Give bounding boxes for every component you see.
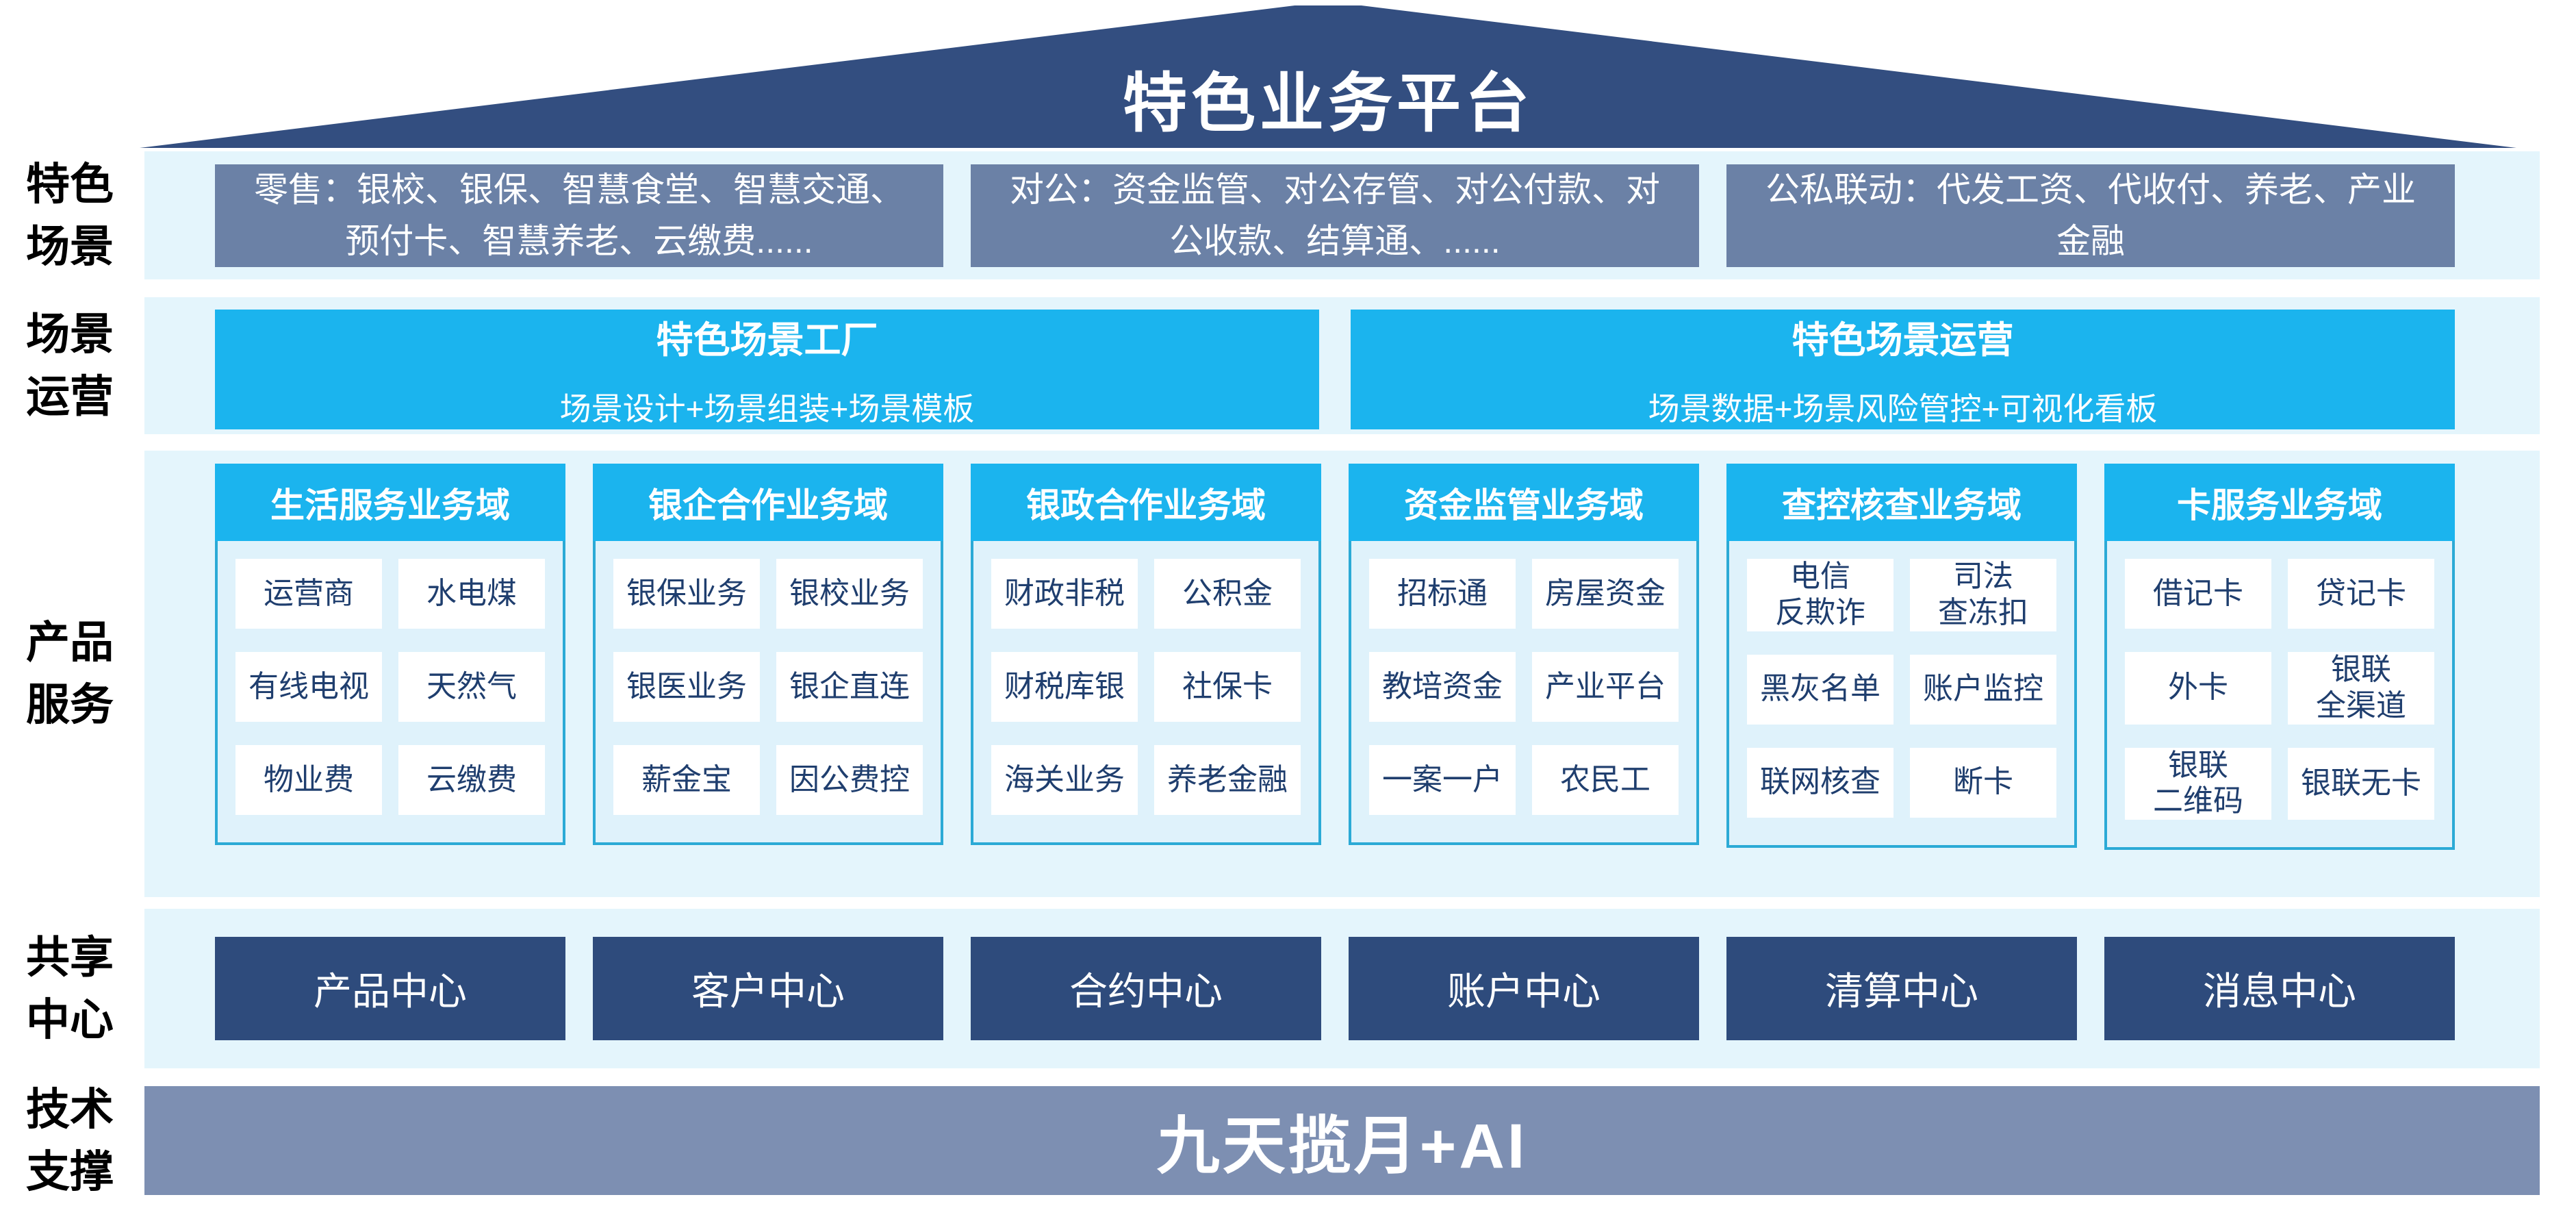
scenario-box-corporate: 对公：资金监管、对公存管、对公付款、对公收款、结算通、...... — [971, 164, 1699, 267]
layer-shared-centers: 共享 中心 产品中心 客户中心 合约中心 账户中心 清算中心 消息中心 — [0, 909, 2576, 1068]
domain-item: 运营商 — [235, 559, 382, 629]
domain-item: 招标通 — [1369, 559, 1516, 629]
domain-title: 查控核查业务域 — [1726, 464, 2077, 541]
domain-title: 生活服务业务域 — [215, 464, 565, 541]
domain-item: 银企直连 — [776, 652, 923, 722]
domain-item: 有线电视 — [235, 652, 382, 722]
domain-item: 海关业务 — [991, 745, 1138, 815]
tech-support-bar: 九天揽月+AI — [144, 1086, 2540, 1195]
page-title: 特色业务平台 — [1122, 67, 1533, 139]
domain-item: 农民工 — [1532, 745, 1679, 815]
domain-item: 公积金 — [1154, 559, 1301, 629]
domain-item: 社保卡 — [1154, 652, 1301, 722]
domain-items: 借记卡 贷记卡 外卡 银联 全渠道 银联 二维码 银联无卡 — [2104, 541, 2455, 851]
tech-support-bar-title: 九天揽月+AI — [1156, 1111, 1528, 1181]
roof-banner: 特色业务平台 — [140, 5, 2516, 148]
domain-title: 银政合作业务域 — [971, 464, 1321, 541]
domain-item: 银保业务 — [613, 559, 760, 629]
domain-item: 司法 查冻扣 — [1910, 559, 2056, 631]
domain-item: 薪金宝 — [613, 745, 760, 815]
domain-item: 养老金融 — [1154, 745, 1301, 815]
domain-item: 财政非税 — [991, 559, 1138, 629]
ops-box-scene-factory: 特色场景工厂 场景设计+场景组装+场景模板 — [215, 310, 1319, 429]
domain-item: 断卡 — [1910, 747, 2056, 818]
domain-item: 水电煤 — [398, 559, 545, 629]
domain-items: 电信 反欺诈 司法 查冻扣 黑灰名单 账户监控 联网核查 断卡 — [1726, 541, 2077, 848]
domain-inquiry-control: 查控核查业务域 电信 反欺诈 司法 查冻扣 黑灰名单 账户监控 联网核查 断卡 — [1726, 464, 2077, 850]
domain-bank-enterprise: 银企合作业务域 银保业务 银校业务 银医业务 银企直连 薪金宝 因公费控 — [593, 464, 943, 850]
center-product: 产品中心 — [215, 937, 565, 1040]
domain-item: 账户监控 — [1910, 654, 2056, 725]
domain-item: 房屋资金 — [1532, 559, 1679, 629]
domain-item: 银联 全渠道 — [2288, 652, 2434, 725]
domain-item: 云缴费 — [398, 745, 545, 815]
domain-item: 银校业务 — [776, 559, 923, 629]
domain-bank-government: 银政合作业务域 财政非税 公积金 财税库银 社保卡 海关业务 养老金融 — [971, 464, 1321, 850]
domain-title: 卡服务业务域 — [2104, 464, 2455, 541]
ops-box-title: 特色场景运营 — [1791, 320, 2014, 361]
ops-box-title: 特色场景工厂 — [656, 320, 878, 361]
scenario-box-retail: 零售：银校、银保、智慧食堂、智慧交通、预付卡、智慧养老、云缴费...... — [215, 164, 943, 267]
domain-item: 电信 反欺诈 — [1747, 559, 1893, 631]
center-account: 账户中心 — [1349, 937, 1699, 1040]
ops-box-subtitle: 场景数据+场景风险管控+可视化看板 — [1648, 391, 2158, 427]
domain-item: 银联 二维码 — [2125, 747, 2271, 820]
domain-title: 银企合作业务域 — [593, 464, 943, 541]
domain-item: 联网核查 — [1747, 747, 1893, 818]
domain-item: 银医业务 — [613, 652, 760, 722]
domain-items: 银保业务 银校业务 银医业务 银企直连 薪金宝 因公费控 — [593, 541, 943, 845]
domain-item: 借记卡 — [2125, 559, 2271, 629]
operations-box-grid: 特色场景工厂 场景设计+场景组装+场景模板 特色场景运营 场景数据+场景风险管控… — [215, 310, 2455, 429]
domain-item: 银联无卡 — [2288, 747, 2434, 820]
scenario-box-grid: 零售：银校、银保、智慧食堂、智慧交通、预付卡、智慧养老、云缴费...... 对公… — [215, 164, 2455, 267]
band-shared-centers: 产品中心 客户中心 合约中心 账户中心 清算中心 消息中心 — [144, 909, 2540, 1068]
layer-product-services: 产品 服务 生活服务业务域 运营商 水电煤 有线电视 天然气 物业费 云缴费 银… — [0, 451, 2576, 897]
domain-grid: 生活服务业务域 运营商 水电煤 有线电视 天然气 物业费 云缴费 银企合作业务域… — [215, 464, 2455, 851]
ops-box-scene-operation: 特色场景运营 场景数据+场景风险管控+可视化看板 — [1351, 310, 2455, 429]
domain-items: 招标通 房屋资金 教培资金 产业平台 一案一户 农民工 — [1349, 541, 1699, 845]
domain-life-services: 生活服务业务域 运营商 水电煤 有线电视 天然气 物业费 云缴费 — [215, 464, 565, 850]
layer-label-scenario-operations: 场景 运营 — [26, 310, 114, 421]
layer-special-scenarios: 特色 场景 零售：银校、银保、智慧食堂、智慧交通、预付卡、智慧养老、云缴费...… — [0, 151, 2576, 279]
layer-scenario-operations: 场景 运营 特色场景工厂 场景设计+场景组装+场景模板 特色场景运营 场景数据+… — [0, 297, 2576, 434]
band-special-scenarios: 零售：银校、银保、智慧食堂、智慧交通、预付卡、智慧养老、云缴费...... 对公… — [144, 151, 2540, 279]
layer-label-product-services: 产品 服务 — [26, 618, 114, 729]
layer-label-special-scenarios: 特色 场景 — [26, 159, 114, 271]
domain-item: 物业费 — [235, 745, 382, 815]
domain-title: 资金监管业务域 — [1349, 464, 1699, 541]
scenario-box-public-private: 公私联动：代发工资、代收付、养老、产业金融 — [1726, 164, 2455, 267]
domain-item: 天然气 — [398, 652, 545, 722]
ops-box-subtitle: 场景设计+场景组装+场景模板 — [559, 391, 975, 427]
domain-item: 教培资金 — [1369, 652, 1516, 722]
layer-label-tech-support: 技术 支撑 — [26, 1084, 114, 1196]
center-contract: 合约中心 — [971, 937, 1321, 1040]
band-product-services: 生活服务业务域 运营商 水电煤 有线电视 天然气 物业费 云缴费 银企合作业务域… — [144, 451, 2540, 897]
domain-item: 贷记卡 — [2288, 559, 2434, 629]
domain-item: 因公费控 — [776, 745, 923, 815]
domain-items: 财政非税 公积金 财税库银 社保卡 海关业务 养老金融 — [971, 541, 1321, 845]
center-clearing: 清算中心 — [1726, 937, 2077, 1040]
domain-item: 财税库银 — [991, 652, 1138, 722]
domain-items: 运营商 水电煤 有线电视 天然气 物业费 云缴费 — [215, 541, 565, 845]
layer-label-shared-centers: 共享 中心 — [26, 932, 114, 1044]
domain-card-services: 卡服务业务域 借记卡 贷记卡 外卡 银联 全渠道 银联 二维码 银联无卡 — [2104, 464, 2455, 851]
center-customer: 客户中心 — [593, 937, 943, 1040]
center-message: 消息中心 — [2104, 937, 2455, 1040]
domain-item: 产业平台 — [1532, 652, 1679, 722]
domain-fund-supervision: 资金监管业务域 招标通 房屋资金 教培资金 产业平台 一案一户 农民工 — [1349, 464, 1699, 850]
shared-center-grid: 产品中心 客户中心 合约中心 账户中心 清算中心 消息中心 — [215, 937, 2455, 1040]
domain-item: 黑灰名单 — [1747, 654, 1893, 725]
layer-tech-support: 技术 支撑 九天揽月+AI — [0, 1084, 2576, 1196]
band-scenario-operations: 特色场景工厂 场景设计+场景组装+场景模板 特色场景运营 场景数据+场景风险管控… — [144, 297, 2540, 434]
domain-item: 外卡 — [2125, 652, 2271, 725]
domain-item: 一案一户 — [1369, 745, 1516, 815]
